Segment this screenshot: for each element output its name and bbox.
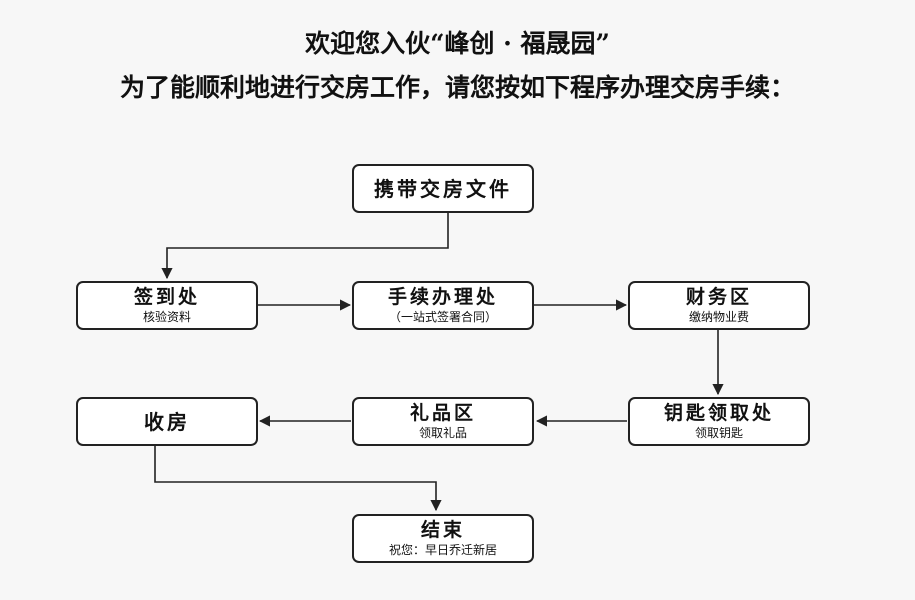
step-finance-label: 财务区 — [685, 286, 752, 308]
step-handling-label: 手续办理处 — [387, 286, 498, 308]
step-gifts: 礼品区 领取礼品 — [352, 397, 534, 446]
step-handling: 手续办理处 （一站式签署合同） — [352, 281, 534, 330]
step-gifts-label: 礼品区 — [409, 402, 476, 424]
instruction-title: 为了能顺利地进行交房工作，请您按如下程序办理交房手续： — [119, 73, 795, 102]
step-checkin-sub: 核验资料 — [142, 310, 191, 324]
step-documents-label: 携带交房文件 — [374, 176, 512, 201]
step-finish-sub: 祝您：早日乔迁新居 — [388, 543, 497, 557]
step-gifts-sub: 领取礼品 — [418, 426, 467, 440]
step-finance: 财务区 缴纳物业费 — [628, 281, 810, 330]
step-inspect-label: 收房 — [144, 409, 190, 434]
step-finish: 结束 祝您：早日乔迁新居 — [352, 514, 534, 563]
arrow-inspect-to-finish — [154, 446, 442, 512]
step-checkin-label: 签到处 — [133, 286, 200, 308]
step-inspect: 收房 — [76, 397, 258, 446]
step-keys: 钥匙领取处 领取钥匙 — [628, 397, 810, 446]
step-handling-sub: （一站式签署合同） — [388, 310, 497, 324]
step-keys-label: 钥匙领取处 — [663, 402, 774, 424]
step-keys-sub: 领取钥匙 — [694, 426, 743, 440]
step-documents: 携带交房文件 — [352, 164, 534, 213]
step-checkin: 签到处 核验资料 — [76, 281, 258, 330]
arrow-documents-to-checkin — [161, 212, 449, 280]
step-finish-label: 结束 — [420, 519, 465, 541]
step-finance-sub: 缴纳物业费 — [688, 310, 749, 324]
welcome-title: 欢迎您入伙“峰创 · 福晟园” — [305, 29, 610, 58]
